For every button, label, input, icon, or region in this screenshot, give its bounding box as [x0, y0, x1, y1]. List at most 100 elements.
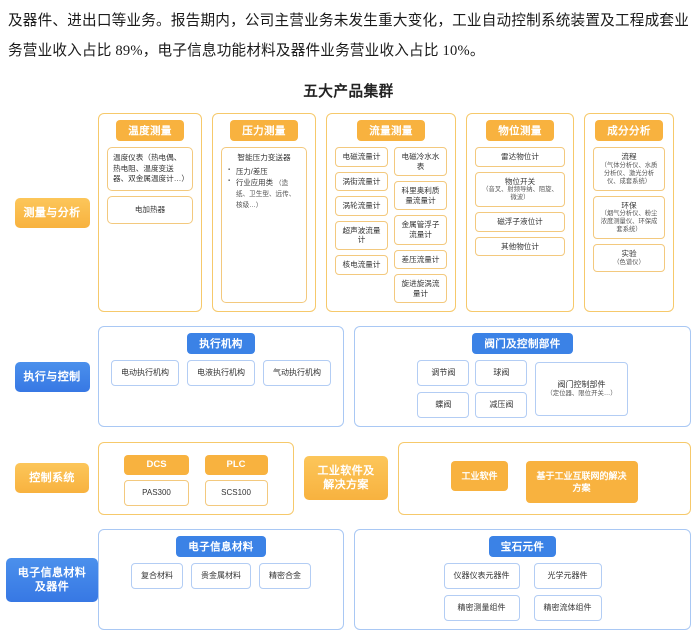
row-label-industrial-software[interactable]: 工业软件及解决方案 [304, 456, 388, 501]
group-head-electronic-materials[interactable]: 电子信息材料 [176, 536, 266, 558]
chip-level[interactable]: 其他物位计 [475, 236, 565, 257]
chip-level[interactable]: 雷达物位计 [475, 147, 565, 167]
group-gem-components: 宝石元件 仪器仪表元器件 光学元器件 精密测量组件 精密流体组件 [354, 529, 691, 630]
chip-scs100[interactable]: SCS100 [204, 479, 268, 506]
flow-columns: 电磁流量计 涡街流量计 涡轮流量计 超声波流量计 核电流量计 电磁冷水水表 科里… [335, 147, 447, 304]
group-head-valves[interactable]: 阀门及控制部件 [472, 333, 573, 355]
chip-valve[interactable]: 球阀 [475, 360, 528, 387]
chip-composition[interactable]: 流程 （气体分析仪、水质分析仪、激光分析仪、成套系统） [593, 147, 665, 191]
group-head-flow[interactable]: 流量测量 [357, 120, 425, 141]
chip-gem[interactable]: 光学元器件 [533, 563, 602, 590]
chip-title: 物位开关 [504, 176, 536, 186]
group-head-level[interactable]: 物位测量 [486, 120, 554, 141]
chip-title: 环保 [621, 200, 637, 210]
group-control-system: DCS PAS300 PLC SCS100 [98, 441, 294, 515]
diagram-row-control: 控制系统 DCS PAS300 PLC SCS100 工业软件及解决方案 [6, 441, 691, 515]
row-label-measurement[interactable]: 测量与分析 [14, 197, 90, 228]
chip-flow[interactable]: 涡轮流量计 [335, 196, 388, 216]
actuator-items: 电动执行机构 电液执行机构 气动执行机构 [107, 360, 335, 387]
group-industrial-software: 工业软件 基于工业互联网的解决方案 [398, 441, 691, 515]
row-groups: DCS PAS300 PLC SCS100 工业软件及解决方案 工业软件 基于工… [98, 441, 691, 515]
chip-title: 流程 [621, 152, 637, 161]
card-temperature-instruments[interactable]: 温度仪表（热电偶、热电阻、温度变送器、双金属温度计…） [107, 147, 193, 191]
chip-actuator[interactable]: 气动执行机构 [263, 360, 331, 387]
chip-title: 磁浮子液位计 [497, 217, 543, 227]
badge-plc[interactable]: PLC [204, 454, 268, 475]
valve-grid: 调节阀 球阀 蝶阀 减压阀 [417, 360, 528, 419]
control-column-dcs: DCS PAS300 [124, 454, 189, 506]
chip-title: 阀门控制部件 [557, 380, 606, 390]
bullet-item: 压力/差压 [228, 166, 301, 177]
chip-actuator[interactable]: 电动执行机构 [111, 360, 179, 387]
chip-subtext: （定位器、限位开关…） [546, 390, 617, 398]
chip-subtext: （音叉、射频导纳、阻旋、微波） [482, 186, 558, 202]
group-temperature: 温度测量 温度仪表（热电偶、热电阻、温度变送器、双金属温度计…） 电加热器 [98, 113, 202, 313]
group-head-pressure[interactable]: 压力测量 [230, 120, 298, 141]
row-label-wrap: 测量与分析 [6, 197, 98, 228]
chip-iiot-solution[interactable]: 基于工业互联网的解决方案 [525, 460, 638, 503]
chip-valve[interactable]: 调节阀 [417, 360, 470, 387]
product-cluster-diagram: 测量与分析 温度测量 温度仪表（热电偶、热电阻、温度变送器、双金属温度计…） 电… [0, 113, 697, 630]
group-actuators: 执行机构 电动执行机构 电液执行机构 气动执行机构 [98, 326, 344, 428]
card-electric-heater[interactable]: 电加热器 [107, 195, 193, 224]
software-label-wrap: 工业软件及解决方案 [304, 442, 388, 515]
row-groups: 电子信息材料 复合材料 贵金属材料 精密合金 宝石元件 仪器仪表元器件 光学元器… [98, 529, 691, 630]
group-head-composition[interactable]: 成分分析 [595, 120, 663, 141]
chip-flow[interactable]: 超声波流量计 [335, 220, 388, 250]
chip-material[interactable]: 精密合金 [259, 563, 311, 590]
group-head-actuators[interactable]: 执行机构 [187, 333, 255, 355]
chip-material[interactable]: 复合材料 [131, 563, 183, 590]
group-flow: 流量测量 电磁流量计 涡街流量计 涡轮流量计 超声波流量计 核电流量计 电磁冷水… [326, 113, 456, 313]
chip-valve-control-parts[interactable]: 阀门控制部件 （定位器、限位开关…） [535, 362, 628, 417]
chip-valve[interactable]: 减压阀 [475, 392, 528, 419]
row-label-actuation[interactable]: 执行与控制 [14, 361, 90, 392]
chip-valve[interactable]: 蝶阀 [417, 392, 470, 419]
group-level: 物位测量 雷达物位计 物位开关 （音叉、射频导纳、阻旋、微波） 磁浮子液位计 其… [466, 113, 574, 313]
chip-gem[interactable]: 精密测量组件 [443, 595, 520, 622]
row-label-control-system[interactable]: 控制系统 [15, 463, 89, 494]
software-items: 工业软件 基于工业互联网的解决方案 [407, 460, 682, 503]
material-items: 复合材料 贵金属材料 精密合金 [107, 563, 335, 590]
chip-subtext: （色谱仪） [613, 258, 645, 266]
chip-flow[interactable]: 科里奥利质量流量计 [394, 181, 447, 211]
chip-level[interactable]: 磁浮子液位计 [475, 212, 565, 232]
diagram-row-measurement: 测量与分析 温度测量 温度仪表（热电偶、热电阻、温度变送器、双金属温度计…） 电… [6, 113, 691, 313]
chip-flow[interactable]: 涡街流量计 [335, 171, 388, 192]
row-label-electronic-materials[interactable]: 电子信息材料及器件 [6, 557, 98, 602]
chip-flow[interactable]: 旋进旋涡流量计 [394, 274, 447, 304]
chip-industrial-software[interactable]: 工业软件 [451, 460, 508, 491]
chip-material[interactable]: 贵金属材料 [191, 563, 251, 590]
valve-items: 调节阀 球阀 蝶阀 减压阀 阀门控制部件 （定位器、限位开关…） [363, 360, 682, 419]
chip-actuator[interactable]: 电液执行机构 [187, 360, 255, 387]
control-columns: DCS PAS300 PLC SCS100 [107, 454, 285, 506]
group-valves: 阀门及控制部件 调节阀 球阀 蝶阀 减压阀 阀门控制部件 （定位器、限位开关…） [354, 326, 691, 428]
chip-composition[interactable]: 实验 （色谱仪） [593, 244, 665, 272]
group-composition: 成分分析 流程 （气体分析仪、水质分析仪、激光分析仪、成套系统） 环保 （烟气分… [584, 113, 674, 313]
chip-flow[interactable]: 核电流量计 [335, 254, 388, 275]
chip-gem[interactable]: 仪器仪表元器件 [443, 563, 520, 590]
chip-subtext: （气体分析仪、水质分析仪、激光分析仪、成套系统） [600, 161, 658, 185]
bullet-subtext: （造纸、卫生型、远传、核级…） [236, 180, 296, 209]
chip-flow[interactable]: 电磁冷水水表 [394, 147, 447, 177]
chip-title: 雷达物位计 [501, 152, 539, 161]
gem-grid: 仪器仪表元器件 光学元器件 精密测量组件 精密流体组件 [443, 563, 602, 622]
chip-pas300[interactable]: PAS300 [124, 479, 189, 506]
chip-level[interactable]: 物位开关 （音叉、射频导纳、阻旋、微波） [475, 171, 565, 208]
document-paragraph: 及器件、进出口等业务。报告期内，公司主营业务未发生重大变化，工业自动控制系统装置… [8, 13, 689, 59]
group-head-temperature[interactable]: 温度测量 [116, 120, 184, 141]
group-head-gem-components[interactable]: 宝石元件 [488, 536, 557, 558]
chip-gem[interactable]: 精密流体组件 [533, 595, 602, 622]
badge-dcs[interactable]: DCS [124, 454, 189, 475]
diagram-row-electronic-materials: 电子信息材料及器件 电子信息材料 复合材料 贵金属材料 精密合金 宝石元件 仪器… [6, 529, 691, 630]
chip-flow[interactable]: 金属管浮子流量计 [394, 215, 447, 245]
chip-flow[interactable]: 电磁流量计 [335, 147, 388, 167]
chip-composition[interactable]: 环保 （烟气分析仪、粉尘浓度测量仪、环保成套系统） [593, 195, 665, 240]
chip-subtext: （烟气分析仪、粉尘浓度测量仪、环保成套系统） [600, 210, 658, 234]
card-smart-pressure-transmitter[interactable]: 智能压力变送器 压力/差压 行业应用类 （造纸、卫生型、远传、核级…） [221, 147, 307, 304]
chip-flow[interactable]: 差压流量计 [394, 249, 447, 270]
composition-items: 流程 （气体分析仪、水质分析仪、激光分析仪、成套系统） 环保 （烟气分析仪、粉尘… [593, 147, 665, 272]
row-groups: 执行机构 电动执行机构 电液执行机构 气动执行机构 阀门及控制部件 调节阀 球阀… [98, 326, 691, 428]
group-electronic-materials: 电子信息材料 复合材料 贵金属材料 精密合金 [98, 529, 344, 630]
bullet-text: 压力/差压 [236, 166, 268, 176]
row-label-wrap: 执行与控制 [6, 361, 98, 392]
